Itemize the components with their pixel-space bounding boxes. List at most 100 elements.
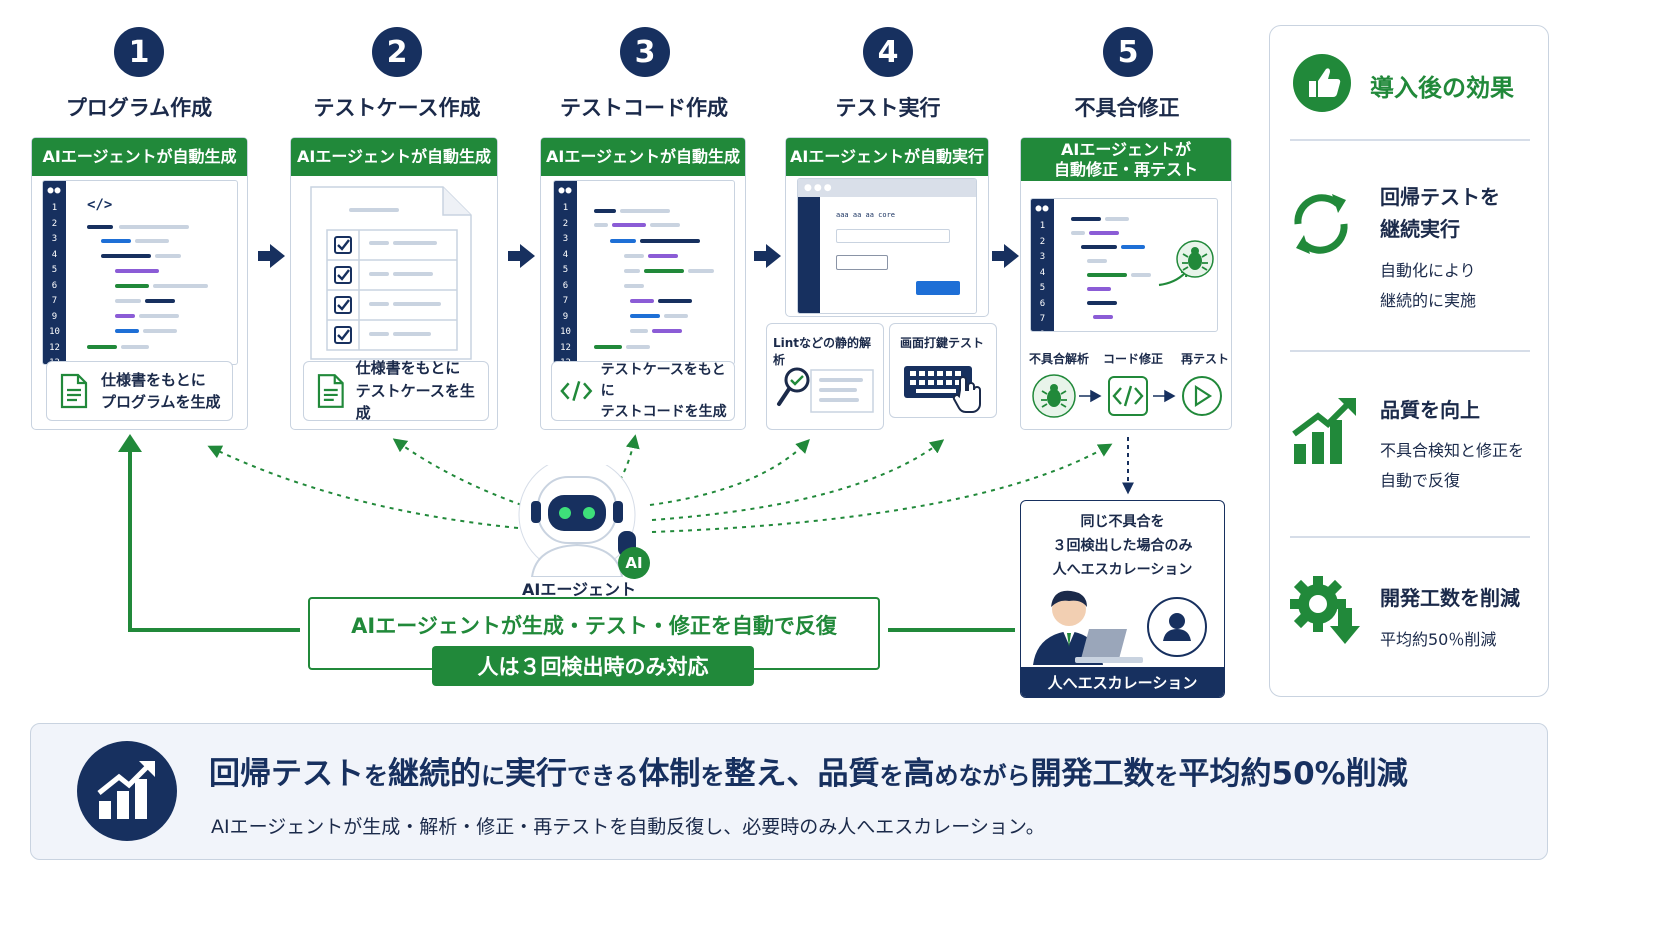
step-5-header-line2: 自動修正・再テスト — [1053, 159, 1198, 179]
step-4-number: 4 — [863, 27, 913, 77]
loop-line — [128, 447, 300, 632]
document-icon — [317, 374, 344, 408]
thumbs-up-icon — [1293, 54, 1351, 112]
bug-icon — [1158, 240, 1214, 287]
step-4-title: テスト実行 — [835, 96, 941, 120]
summary-segment: 継続的 — [388, 756, 481, 792]
step-3-title: テストコード作成 — [560, 96, 728, 120]
step-4-card: AIエージェントが自動実行 ●●● ааа аа аа сore — [785, 137, 989, 317]
summary-segment: を — [700, 762, 725, 790]
summary-segment: を — [1154, 762, 1179, 790]
step-1-number: 1 — [114, 27, 164, 77]
screen-text: ааа аа аа сore — [836, 211, 896, 219]
line-number: 1 — [51, 203, 58, 213]
line-number: 5 — [1039, 283, 1046, 293]
line-number: 6 — [562, 280, 569, 291]
summary-segment: 体制 — [638, 756, 701, 792]
summary-segment: 回帰テスト — [209, 756, 364, 792]
manual-ui-test-label: 画面打鍵テスト — [900, 336, 985, 350]
retest-label: 再テスト — [1181, 352, 1230, 366]
effect-2-desc-line2: 自動で反復 — [1380, 470, 1461, 490]
line-number: 7 — [1039, 314, 1046, 324]
step-5-header: AIエージェントが 自動修正・再テスト — [1021, 138, 1231, 181]
effect-2-desc-line1: 不具合検知と修正を — [1380, 441, 1525, 460]
line-number: 10 — [49, 327, 60, 337]
summary-segment: できる — [567, 762, 639, 790]
summary-segment: 整え、品質 — [724, 756, 880, 792]
step-5-number: 5 — [1103, 27, 1153, 77]
line-number: 2 — [51, 218, 58, 229]
refresh-cycle-icon — [1294, 194, 1348, 254]
app-screen-mock: ●●● ааа аа аа сore — [797, 178, 977, 314]
escalation-line1: 同じ不具合を — [1080, 514, 1165, 530]
step-1-card: AIエージェントが自動生成 ●●12345679101212 </> 仕様書をも… — [31, 137, 248, 430]
step-2-number: 2 — [372, 27, 422, 77]
escalation-footer: 人へエスカレーション — [1021, 667, 1224, 697]
line-number: 12 — [49, 342, 60, 353]
step-4-header: AIエージェントが自動実行 — [786, 138, 988, 176]
effect-2-title: 品質を向上 — [1380, 398, 1480, 422]
line-number: 5 — [51, 265, 58, 275]
summary-segment: を — [364, 762, 388, 790]
effects-title: 導入後の効果 — [1370, 74, 1514, 102]
line-number: 7 — [562, 296, 569, 306]
effect-1-desc-line1: 自動化により — [1380, 261, 1476, 280]
step-3-number: 3 — [620, 27, 670, 77]
line-number: 7 — [51, 296, 58, 306]
summary-segment: 実行 — [505, 756, 567, 792]
effect-1-title-line1: 回帰テストを — [1380, 185, 1500, 209]
ai-agent-label: AIエージェント — [521, 580, 637, 599]
line-number: 9 — [562, 311, 569, 322]
effect-3-title: 開発工数を削減 — [1380, 586, 1520, 610]
code-editor: ●●12345679101212 </> — [42, 180, 238, 365]
line-number: 1 — [1039, 221, 1046, 231]
code-brackets-icon — [560, 381, 593, 401]
static-analysis-label: Lintなどの静的解析 — [773, 336, 872, 367]
user-avatar-icon — [1147, 597, 1207, 657]
step-arrows — [258, 244, 1019, 268]
ai-badge: AI — [618, 547, 650, 579]
summary-segment: 高 — [903, 756, 935, 792]
line-number: 3 — [51, 234, 58, 244]
step-1-note-line1: 仕様書をもとに — [101, 370, 206, 389]
summary-banner: 回帰テストを継続的に実行できる体制を整え、品質を高めながら開発工数を平均約50%… — [30, 723, 1548, 860]
summary-segment: 開発工数 — [1030, 756, 1155, 792]
step-3-card: AIエージェントが自動生成 ●●12345679101212 テストケースをもと — [540, 137, 746, 430]
step-2-title: テストケース作成 — [313, 96, 481, 120]
keyboard-icon — [904, 366, 981, 414]
summary-segment: に — [481, 762, 505, 790]
loop-box: AIエージェントが生成・テスト・修正を自動で反復 — [308, 597, 880, 670]
line-number: 2 — [1039, 236, 1046, 247]
code-fix-label: コード修正 — [1103, 352, 1164, 366]
growth-chart-icon — [77, 741, 177, 841]
step-1-note: 仕様書をもとに プログラムを生成 — [46, 361, 233, 421]
step-2-note-line1: 仕様書をもとに — [355, 359, 461, 378]
step-2-note: 仕様書をもとに テストケースを生成 — [303, 359, 489, 422]
line-gutter: ●●12345679101212 — [43, 181, 66, 364]
person-laptop-icon — [1033, 590, 1143, 665]
loop-main-text: AIエージェントが生成・テスト・修正を自動で反復 — [351, 614, 837, 638]
line-number: 1 — [562, 203, 569, 213]
summary-segment: めながら — [934, 762, 1031, 790]
summary-segment: 平均約50%削減 — [1178, 756, 1408, 792]
line-number: 9 — [51, 311, 58, 322]
fix-cycle-icons — [1032, 374, 1222, 418]
static-analysis-box: Lintなどの静的解析 — [766, 323, 884, 430]
effect-1-desc-line2: 継続的に実施 — [1380, 290, 1477, 310]
growth-bars-icon — [1292, 398, 1356, 464]
summary-subtext: AIエージェントが生成・解析・修正・再テストを自動反復し、必要時のみ人へエスカレ… — [211, 816, 1045, 838]
line-number: 3 — [562, 234, 569, 244]
summary-segment: を — [879, 762, 904, 790]
effect-1-title-line2: 継続実行 — [1380, 217, 1460, 241]
line-number: 2 — [562, 218, 569, 229]
escalation-line3: 人へエスカレーション — [1052, 561, 1193, 578]
step-5-title: 不具合修正 — [1074, 96, 1180, 120]
line-number: 4 — [51, 249, 58, 260]
ai-robot-icon — [518, 465, 636, 577]
step-1-title: プログラム作成 — [65, 96, 213, 120]
agent-dotted-lines — [207, 434, 1113, 533]
escalation-box: 同じ不具合を ３回検出した場合のみ 人へエスカレーション 人へエスカレーション — [1020, 500, 1225, 698]
line-number: 4 — [562, 249, 569, 260]
